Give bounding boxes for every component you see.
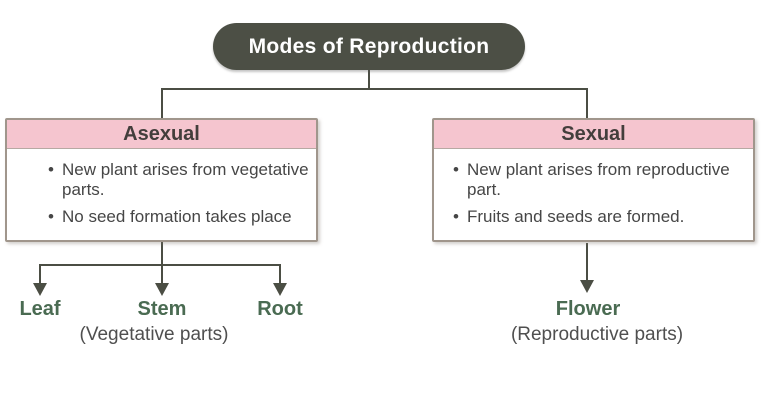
reproductive-parts-caption: (Reproductive parts)	[510, 324, 684, 345]
arrowhead-icon	[33, 283, 47, 296]
connector-asexual-children	[33, 240, 287, 296]
bullet-icon: •	[453, 207, 459, 226]
sexual-box: Sexual • New plant arises from reproduct…	[432, 118, 755, 242]
diagram-title: Modes of Reproduction	[213, 23, 525, 70]
arrowhead-icon	[580, 280, 594, 293]
connector-top	[161, 68, 588, 122]
bullet-text: New plant arises from vegetative parts.	[62, 160, 309, 199]
asexual-header: Asexual	[7, 120, 316, 149]
bullet-item: • New plant arises from reproductive par…	[453, 160, 747, 200]
bullet-icon: •	[453, 160, 459, 179]
asexual-body: • New plant arises from vegetative parts…	[7, 149, 316, 227]
bullet-item: • New plant arises from vegetative parts…	[48, 160, 310, 200]
stem-label: Stem	[137, 298, 187, 320]
sexual-body: • New plant arises from reproductive par…	[434, 149, 753, 227]
bullet-text: New plant arises from reproductive part.	[467, 160, 730, 199]
leaf-label: Leaf	[19, 298, 61, 320]
bullet-item: • No seed formation takes place	[48, 207, 310, 227]
arrowhead-icon	[273, 283, 287, 296]
bullet-icon: •	[48, 207, 54, 226]
root-label: Root	[257, 298, 303, 320]
connector-sexual-child	[580, 243, 594, 293]
sexual-header: Sexual	[434, 120, 753, 149]
vegetative-parts-caption: (Vegetative parts)	[79, 324, 229, 345]
bullet-text: No seed formation takes place	[62, 207, 292, 226]
bullet-icon: •	[48, 160, 54, 179]
bullet-text: Fruits and seeds are formed.	[467, 207, 685, 226]
bullet-item: • Fruits and seeds are formed.	[453, 207, 747, 227]
flower-label: Flower	[555, 298, 621, 320]
asexual-box: Asexual • New plant arises from vegetati…	[5, 118, 318, 242]
arrowhead-icon	[155, 283, 169, 296]
